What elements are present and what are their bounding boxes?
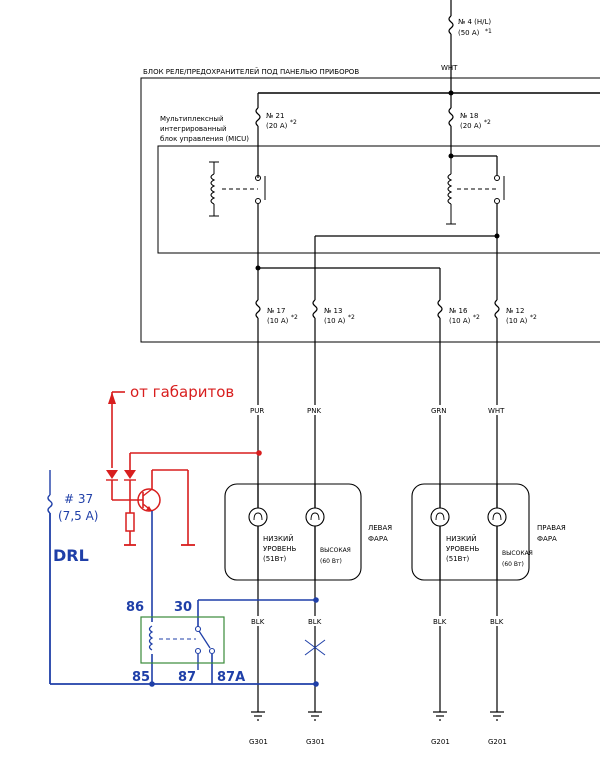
- drl-label: DRL: [53, 546, 89, 565]
- fuse-21-rating: (20 A): [266, 122, 288, 130]
- fuse-18-rating: (20 A): [460, 122, 482, 130]
- fuse-17-note: *2: [291, 314, 298, 321]
- fuse-4-note: *1: [485, 28, 492, 35]
- fuse-37-rating: (7,5 A): [58, 509, 98, 523]
- ground-symbols: [251, 711, 504, 721]
- ground-label-3: G201: [431, 738, 450, 746]
- ground-label-2: G301: [306, 738, 325, 746]
- wire-label-pnk: PNK: [307, 407, 321, 415]
- micu-label-1: Мультиплексный: [160, 115, 224, 123]
- fuse-21: № 21 (20 A) *2: [255, 93, 297, 178]
- fuse-16-number: № 16: [449, 307, 468, 315]
- right-low-label-2: УРОВЕНЬ: [446, 545, 479, 553]
- right-headlight-name-2: ФАРА: [537, 535, 557, 543]
- relay-pin-86: 86: [126, 600, 144, 615]
- wire-label-top: WHT: [441, 64, 458, 72]
- ground-label-4: G201: [488, 738, 507, 746]
- fuse-12-number: № 12: [506, 307, 524, 315]
- wire-label-blk-1: BLK: [251, 618, 265, 626]
- fuse-21-note: *2: [290, 119, 297, 126]
- parking-light-circuit: от габаритов: [106, 383, 262, 546]
- wire-label-blk-3: BLK: [433, 618, 447, 626]
- drl-circuit: # 37 (7,5 A) DRL: [47, 470, 319, 687]
- fuse-16-note: *2: [473, 314, 480, 321]
- fuse-13-number: № 13: [324, 307, 342, 315]
- fuse-12-note: *2: [530, 314, 537, 321]
- relay-pin-30: 30: [174, 600, 192, 615]
- fuse-18: № 18 (20 A) *2: [448, 93, 491, 156]
- drl-relay: [140, 616, 225, 664]
- wire-label-blk-2: BLK: [308, 618, 322, 626]
- fuse-18-number: № 18: [460, 112, 478, 120]
- block-title: БЛОК РЕЛЕ/ПРЕДОХРАНИТЕЛЕЙ ПОД ПАНЕЛЬЮ ПР…: [143, 67, 359, 76]
- right-low-label-3: (51Вт): [446, 555, 470, 563]
- left-high-label-2: (60 Вт): [320, 558, 342, 565]
- fuse-4: № 4 (H/L) (50 A) *1: [448, 0, 492, 93]
- left-low-label-3: (51Вт): [263, 555, 287, 563]
- relay-pin-85: 85: [132, 670, 150, 685]
- fuse-17: № 17 (10 A) *2: [255, 299, 298, 712]
- right-low-label-1: НИЗКИЙ: [446, 534, 476, 543]
- wire-label-grn: GRN: [431, 407, 447, 415]
- fuse-4-rating: (50 A): [458, 29, 480, 37]
- micu-label-2: интегрированный: [160, 125, 227, 133]
- wire-label-pur: PUR: [250, 407, 264, 415]
- relay-pin-87a: 87A: [217, 670, 245, 685]
- right-high-label-2: (60 Вт): [502, 561, 524, 568]
- parking-lights-label: от габаритов: [130, 383, 234, 401]
- wire-label-wht: WHT: [488, 407, 505, 415]
- fuse-37-number: # 37: [64, 492, 93, 506]
- fuse-13-note: *2: [348, 314, 355, 321]
- fuse-12-rating: (10 A): [506, 317, 528, 325]
- relay-pin-87: 87: [178, 670, 196, 685]
- fuse-18-note: *2: [484, 119, 491, 126]
- right-headlight-name-1: ПРАВАЯ: [537, 524, 566, 532]
- ground-label-1: G301: [249, 738, 268, 746]
- left-headlight-name-2: ФАРА: [368, 535, 388, 543]
- fuse-17-rating: (10 A): [267, 317, 289, 325]
- wire-cut-mark: [304, 639, 326, 656]
- left-low-label-2: УРОВЕНЬ: [263, 545, 296, 553]
- wire-label-blk-4: BLK: [490, 618, 504, 626]
- micu-box: [157, 145, 600, 254]
- left-high-label-1: ВЫСОКАЯ: [320, 547, 351, 554]
- relay-fuse-block: [140, 77, 600, 343]
- left-headlight-name-1: ЛЕВАЯ: [368, 524, 392, 532]
- micu-relay-right: [446, 153, 505, 236]
- fuse-13-rating: (10 A): [324, 317, 346, 325]
- right-high-label-1: ВЫСОКАЯ: [502, 550, 533, 557]
- fuse-12: № 12 (10 A) *2: [494, 299, 537, 712]
- fuse-17-number: № 17: [267, 307, 285, 315]
- right-headlight: НИЗКИЙ УРОВЕНЬ (51Вт) ВЫСОКАЯ (60 Вт): [411, 483, 533, 581]
- fuse-16-rating: (10 A): [449, 317, 471, 325]
- fuse-21-number: № 21: [266, 112, 284, 120]
- fuse-4-number: № 4 (H/L): [458, 18, 491, 26]
- left-low-label-1: НИЗКИЙ: [263, 534, 293, 543]
- micu-label-3: блок управления (MICU): [160, 135, 249, 143]
- micu-relay-left: [209, 161, 266, 268]
- left-headlight: НИЗКИЙ УРОВЕНЬ (51Вт) ВЫСОКАЯ (60 Вт): [224, 483, 362, 581]
- fuse-16: № 16 (10 A) *2: [437, 299, 480, 712]
